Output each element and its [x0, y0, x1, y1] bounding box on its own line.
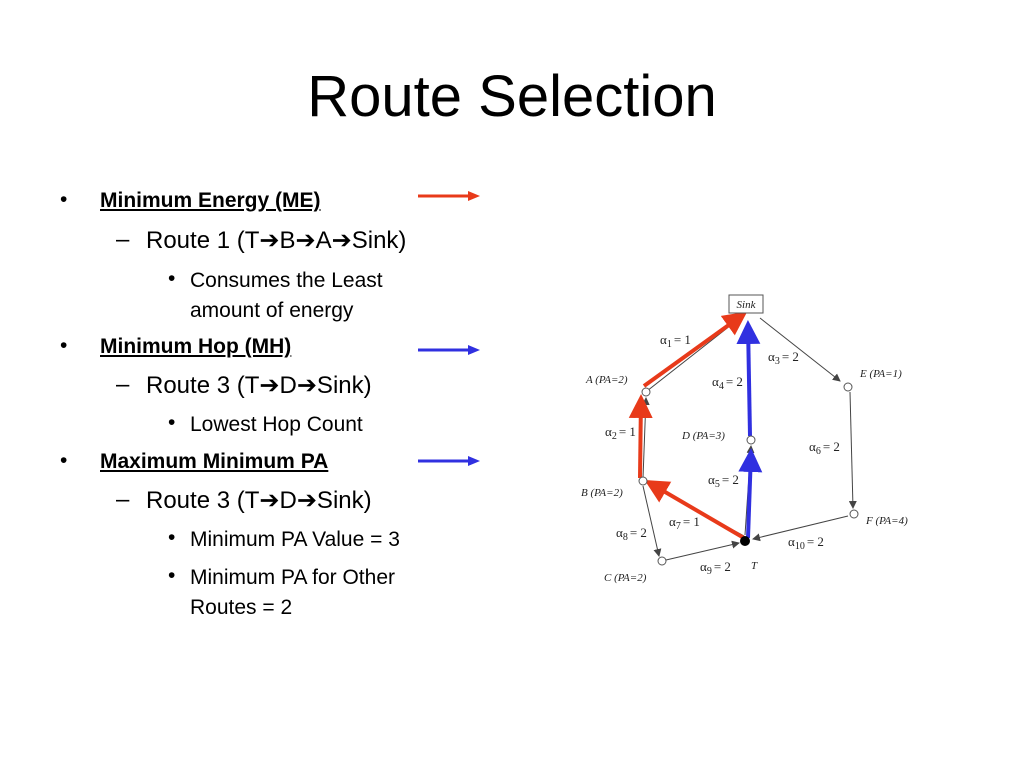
bullet-marker: • — [60, 188, 68, 211]
node-c — [657, 556, 667, 566]
route-label-mh: Route 3 (T➔D➔Sink) — [146, 372, 372, 399]
bullet-heading-me: Minimum Energy (ME) — [100, 189, 321, 212]
note-marker: • — [168, 411, 176, 434]
node-t — [740, 536, 750, 546]
edge-weight-4: α4= 2 — [712, 374, 743, 392]
bullet-heading-pa: Maximum Minimum PA — [100, 450, 329, 473]
node-b — [638, 476, 648, 486]
node-f — [849, 509, 859, 519]
note-me-1: Consumes the Least — [190, 269, 383, 292]
edge-weight-2: α2= 1 — [605, 424, 636, 442]
edge-weight-7: α7= 1 — [669, 514, 700, 532]
node-label-b: B (PA=2) — [581, 487, 623, 499]
bullet-marker: • — [60, 449, 68, 472]
node-label-a: A (PA=2) — [585, 374, 628, 386]
note-pa-2: Minimum PA for Other — [190, 566, 395, 589]
edge-weight-3: α3= 2 — [768, 349, 799, 367]
node-label-sink: Sink — [737, 299, 757, 311]
node-label-d: D (PA=3) — [681, 430, 725, 442]
route-dash: – — [116, 371, 130, 398]
edge-b-a — [641, 397, 650, 479]
node-label-f: F (PA=4) — [865, 515, 908, 527]
note-pa-3: Routes = 2 — [190, 596, 293, 619]
bullet-list: • Minimum Energy (ME) – Route 1 (T➔B➔A➔S… — [60, 188, 480, 619]
edge-weight-6: α6= 2 — [809, 439, 840, 457]
route-me-a-sink — [642, 311, 748, 388]
edge-weight-10: α10= 2 — [788, 534, 824, 552]
note-pa-1: Minimum PA Value = 3 — [190, 528, 400, 551]
route-mh-d-sink — [736, 320, 761, 437]
route-dash: – — [116, 226, 130, 253]
legend-arrow-mh — [418, 345, 480, 355]
route-mh-t-d — [738, 448, 763, 539]
route-label-pa: Route 3 (T➔D➔Sink) — [146, 487, 372, 514]
edge-weight-8: α8= 2 — [616, 525, 647, 543]
route-dash: – — [116, 486, 130, 513]
route-me-b-a — [628, 394, 653, 479]
route-me-t-b — [644, 479, 746, 540]
node-label-c: C (PA=2) — [604, 572, 647, 584]
edge-f-t — [752, 515, 849, 542]
edge-e-f — [848, 391, 857, 509]
sink-node — [728, 294, 764, 314]
edge-weight-1: α1= 1 — [660, 332, 691, 350]
node-a — [641, 387, 651, 397]
route-label-me: Route 1 (T➔B➔A➔Sink) — [146, 227, 407, 254]
note-marker: • — [168, 526, 176, 549]
note-mh-1: Lowest Hop Count — [190, 413, 363, 436]
node-label-t: T — [751, 560, 758, 572]
node-d — [746, 435, 756, 445]
bullet-marker: • — [60, 334, 68, 357]
note-marker: • — [168, 267, 176, 290]
bullet-heading-mh: Minimum Hop (MH) — [100, 335, 292, 358]
edge-weight-9: α9= 2 — [700, 559, 731, 577]
slide-title: Route Selection — [307, 64, 717, 129]
node-e — [843, 382, 853, 392]
edge-sink-e — [759, 317, 841, 382]
node-label-e: E (PA=1) — [859, 368, 902, 380]
edge-b-c — [642, 485, 662, 557]
note-me-2: amount of energy — [190, 299, 354, 322]
edge-c-t — [665, 540, 740, 561]
legend-arrow-me — [418, 191, 480, 201]
legend-arrow-pa — [418, 456, 480, 466]
edge-weight-5: α5= 2 — [708, 472, 739, 490]
note-marker: • — [168, 564, 176, 587]
network-diagram: Sink A (PA=2) B (PA=2) C (PA=2) D (PA=3)… — [581, 294, 908, 584]
